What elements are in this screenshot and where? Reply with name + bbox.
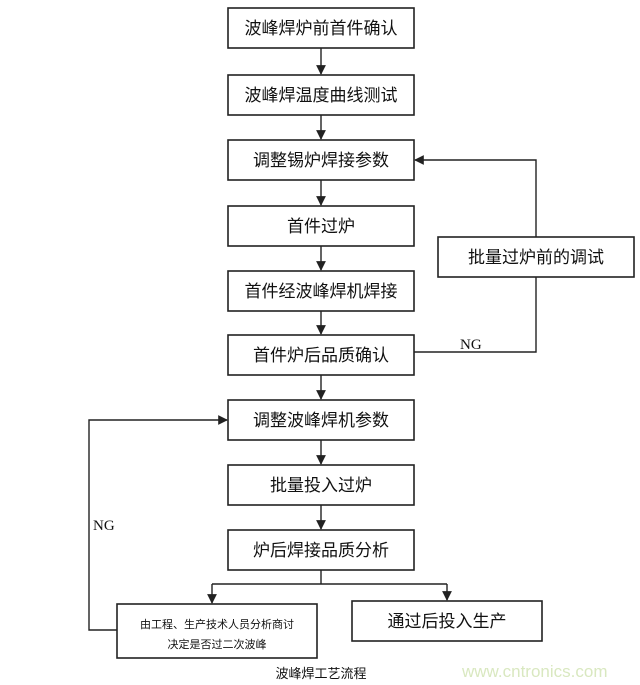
step-adjust-wave-solder-params: 调整波峰焊机参数 [227,399,415,441]
step-temperature-profile-test-label: 波峰焊温度曲线测试 [245,86,398,106]
step-adjust-solder-pot-params: 调整锡炉焊接参数 [227,139,415,181]
step-first-piece-wave-solder: 首件经波峰焊机焊接 [227,270,415,312]
step-engineer-analysis: 由工程、生产技术人员分析商讨 决定是否过二次波峰 [116,603,318,659]
step-batch-pre-debug-label: 批量过炉前的调试 [468,248,604,268]
ng-loop-top-upper [414,155,537,237]
step-post-furnace-quality-confirm-label: 首件炉后品质确认 [253,346,389,366]
step-solder-quality-analysis: 炉后焊接品质分析 [227,529,415,571]
step-first-piece-pass-label: 首件过炉 [287,217,355,237]
step-batch-pre-debug: 批量过炉前的调试 [437,236,635,278]
step-first-piece-confirm-label: 波峰焊炉前首件确认 [245,19,398,39]
step-first-piece-wave-solder-label: 首件经波峰焊机焊接 [245,282,398,302]
ng-label-top: NG [460,337,482,353]
step-first-piece-pass: 首件过炉 [227,205,415,247]
step-solder-quality-analysis-label: 炉后焊接品质分析 [253,541,389,561]
ng-loop-bottom [88,415,228,631]
step-post-furnace-quality-confirm: 首件炉后品质确认 [227,334,415,376]
step-batch-pass-label: 批量投入过炉 [270,476,372,496]
watermark-text: www.cntronics.com [461,662,607,681]
step-engineer-analysis-line2: 决定是否过二次波峰 [168,637,267,651]
step-first-piece-confirm: 波峰焊炉前首件确认 [227,7,415,49]
step-adjust-solder-pot-params-label: 调整锡炉焊接参数 [253,151,389,171]
step-temperature-profile-test: 波峰焊温度曲线测试 [227,74,415,116]
step-adjust-wave-solder-params-label: 调整波峰焊机参数 [253,411,389,431]
diagram-caption: 波峰焊工艺流程 [275,666,366,682]
step-pass-to-production-label: 通过后投入生产 [388,612,507,632]
step-batch-pass: 批量投入过炉 [227,464,415,506]
step-pass-to-production: 通过后投入生产 [351,600,543,642]
step-engineer-analysis-line1: 由工程、生产技术人员分析商讨 [140,617,294,631]
ng-label-left: NG [93,518,115,534]
ng-loop-top-lower [414,277,537,353]
